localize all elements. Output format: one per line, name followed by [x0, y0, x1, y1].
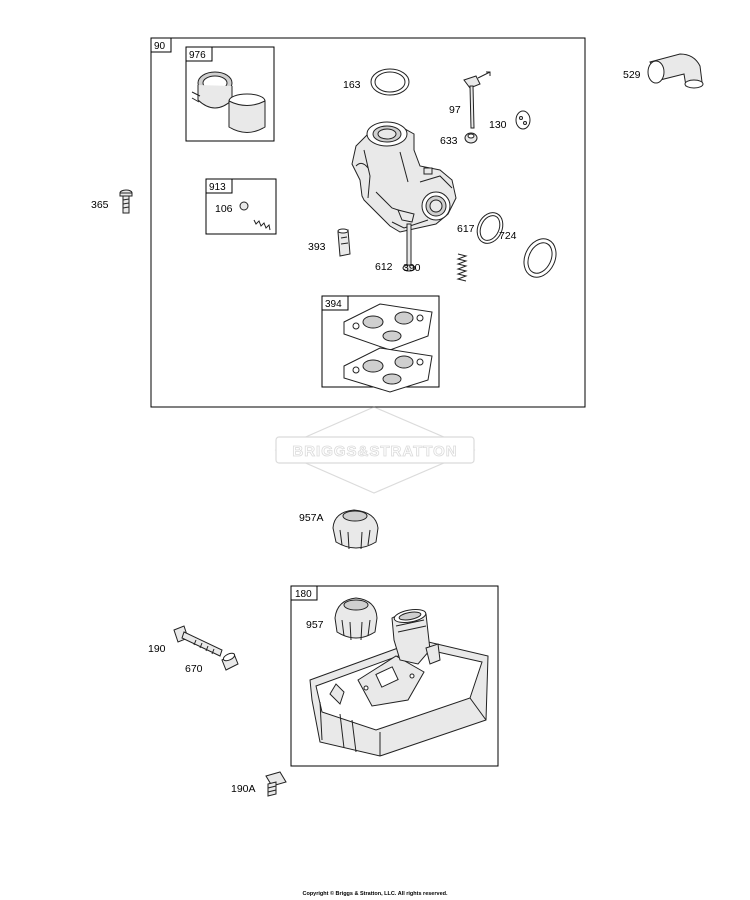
assembly-box-90: 90 [150, 37, 586, 408]
spring-390-part [456, 253, 468, 282]
box-label-90: 90 [154, 41, 166, 52]
label-390: 390 [403, 262, 421, 274]
box-label-976: 976 [189, 50, 206, 61]
gasket-617-part [476, 212, 504, 244]
fuel-cap-957A-part [332, 509, 379, 550]
copyright-footer: Copyright © Briggs & Stratton, LLC. All … [302, 891, 448, 897]
bolt-190-part [173, 625, 223, 657]
box-label-913: 913 [209, 182, 226, 193]
label-957A: 957A [299, 512, 324, 524]
fuel-cap-957-part [334, 597, 378, 641]
throttle-plate-part [515, 110, 531, 130]
gasket-163-part [370, 68, 410, 96]
bolt-190A-part [265, 771, 287, 797]
diaphragm-gasket-lower-part [343, 347, 433, 393]
gasket-724-part [523, 238, 557, 278]
throttle-shaft-part [463, 71, 491, 129]
assembly-box-394: 394 [321, 295, 440, 393]
screw-365-part [119, 189, 133, 214]
label-163: 163 [343, 79, 361, 91]
fuel-tank-part [309, 608, 489, 757]
needle-part [239, 201, 249, 211]
assembly-box-913: 913 106 [205, 178, 277, 235]
label-365: 365 [91, 199, 109, 211]
label-617: 617 [457, 223, 475, 235]
label-612: 612 [375, 261, 393, 273]
briggs-stratton-logo: BRIGGS&STRATTON [274, 406, 476, 494]
logo-text: BRIGGS&STRATTON [292, 443, 457, 460]
label-130: 130 [489, 119, 507, 131]
box-label-394: 394 [325, 299, 342, 310]
label-670: 670 [185, 663, 203, 675]
label-724: 724 [499, 230, 517, 242]
seal-633-part [464, 132, 478, 144]
label-190: 190 [148, 643, 166, 655]
spacer-670-part [221, 652, 239, 671]
label-529: 529 [623, 69, 641, 81]
diaphragm-gasket-upper-part [343, 303, 433, 351]
elbow-529-part [647, 53, 704, 89]
sleeve-part [228, 93, 266, 133]
small-spring-part [253, 219, 271, 231]
label-106: 106 [215, 203, 233, 215]
emulsion-tube-part [337, 228, 351, 257]
float-bowl-cover-part [191, 71, 233, 109]
assembly-box-180: 180 957 [290, 585, 499, 767]
label-393: 393 [308, 241, 326, 253]
float-pin-part [402, 223, 416, 272]
carburetor-body-part [351, 121, 457, 233]
label-190A: 190A [231, 783, 256, 795]
assembly-box-976: 976 [185, 46, 275, 142]
label-97: 97 [449, 104, 461, 116]
box-label-180: 180 [295, 589, 312, 600]
label-957: 957 [306, 619, 324, 631]
label-633: 633 [440, 135, 458, 147]
